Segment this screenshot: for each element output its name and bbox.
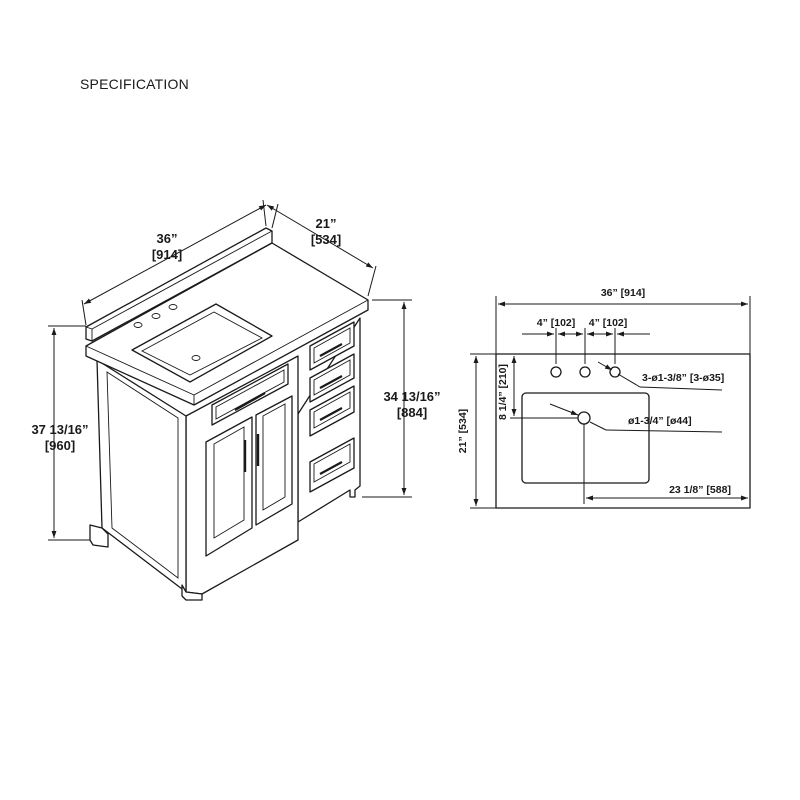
- dim-height-total-mm: [960]: [45, 438, 75, 453]
- page-title: SPECIFICATION: [80, 76, 189, 92]
- dim-drain-offset: 23 1/8” [588]: [669, 484, 731, 496]
- dim-height-body-in: 34 13/16”: [383, 389, 440, 404]
- dim-drain: ø1-3/4” [ø44]: [628, 415, 692, 427]
- dim-top-depth: 21” [534]: [457, 409, 469, 453]
- hole-center: [579, 366, 591, 378]
- dim-width: [81, 199, 267, 326]
- dim-height-body: [362, 299, 412, 498]
- faucet-hole-left: [133, 322, 143, 328]
- dim-faucet-holes: 3-ø1-3/8” [3-ø35]: [642, 372, 724, 384]
- dim-hole-spacing-1: 4” [102]: [537, 317, 576, 329]
- countertop-outline: [495, 353, 751, 509]
- faucet-hole-center: [151, 313, 161, 319]
- sink-basin: [131, 303, 273, 383]
- dim-width-mm: [914]: [152, 247, 182, 262]
- left-door: [205, 416, 253, 557]
- dim-height-total-in: 37 13/16”: [31, 422, 88, 437]
- dim-hole-spacing-2: 4” [102]: [589, 317, 628, 329]
- leg-front-left: [181, 584, 203, 601]
- right-door: [255, 395, 293, 526]
- side-drawer-3: [309, 385, 355, 437]
- dim-depth-in: 21”: [316, 216, 337, 231]
- top-view-drain: [577, 411, 591, 425]
- top-drawer: [211, 363, 289, 426]
- vanity-perspective-drawing: 36” [914] 21” [534] 37 13/16” [960] 34 1…: [31, 199, 441, 601]
- dim-height-total: [48, 325, 90, 541]
- dim-front-to-holes: 8 1/4” [210]: [497, 364, 509, 420]
- side-drawer-4: [309, 437, 355, 493]
- dim-depth: [266, 203, 377, 297]
- drawer-pull-top: [234, 391, 266, 412]
- faucet-hole-right: [168, 304, 178, 310]
- dim-depth-mm: [534]: [311, 232, 341, 247]
- top-view-sink: [521, 392, 650, 484]
- dim-width-in: 36”: [157, 231, 178, 246]
- hole-left: [550, 366, 562, 378]
- top-view-drawing: 36” [914] 21” [534] 4” [102] 4” [102] 3-…: [457, 287, 751, 509]
- hole-right: [609, 366, 621, 378]
- dim-height-body-mm: [884]: [397, 405, 427, 420]
- side-drawer-1: [309, 321, 355, 371]
- sink-drain: [191, 355, 201, 361]
- dim-top-width: 36” [914]: [601, 287, 645, 299]
- side-drawer-2: [309, 353, 355, 403]
